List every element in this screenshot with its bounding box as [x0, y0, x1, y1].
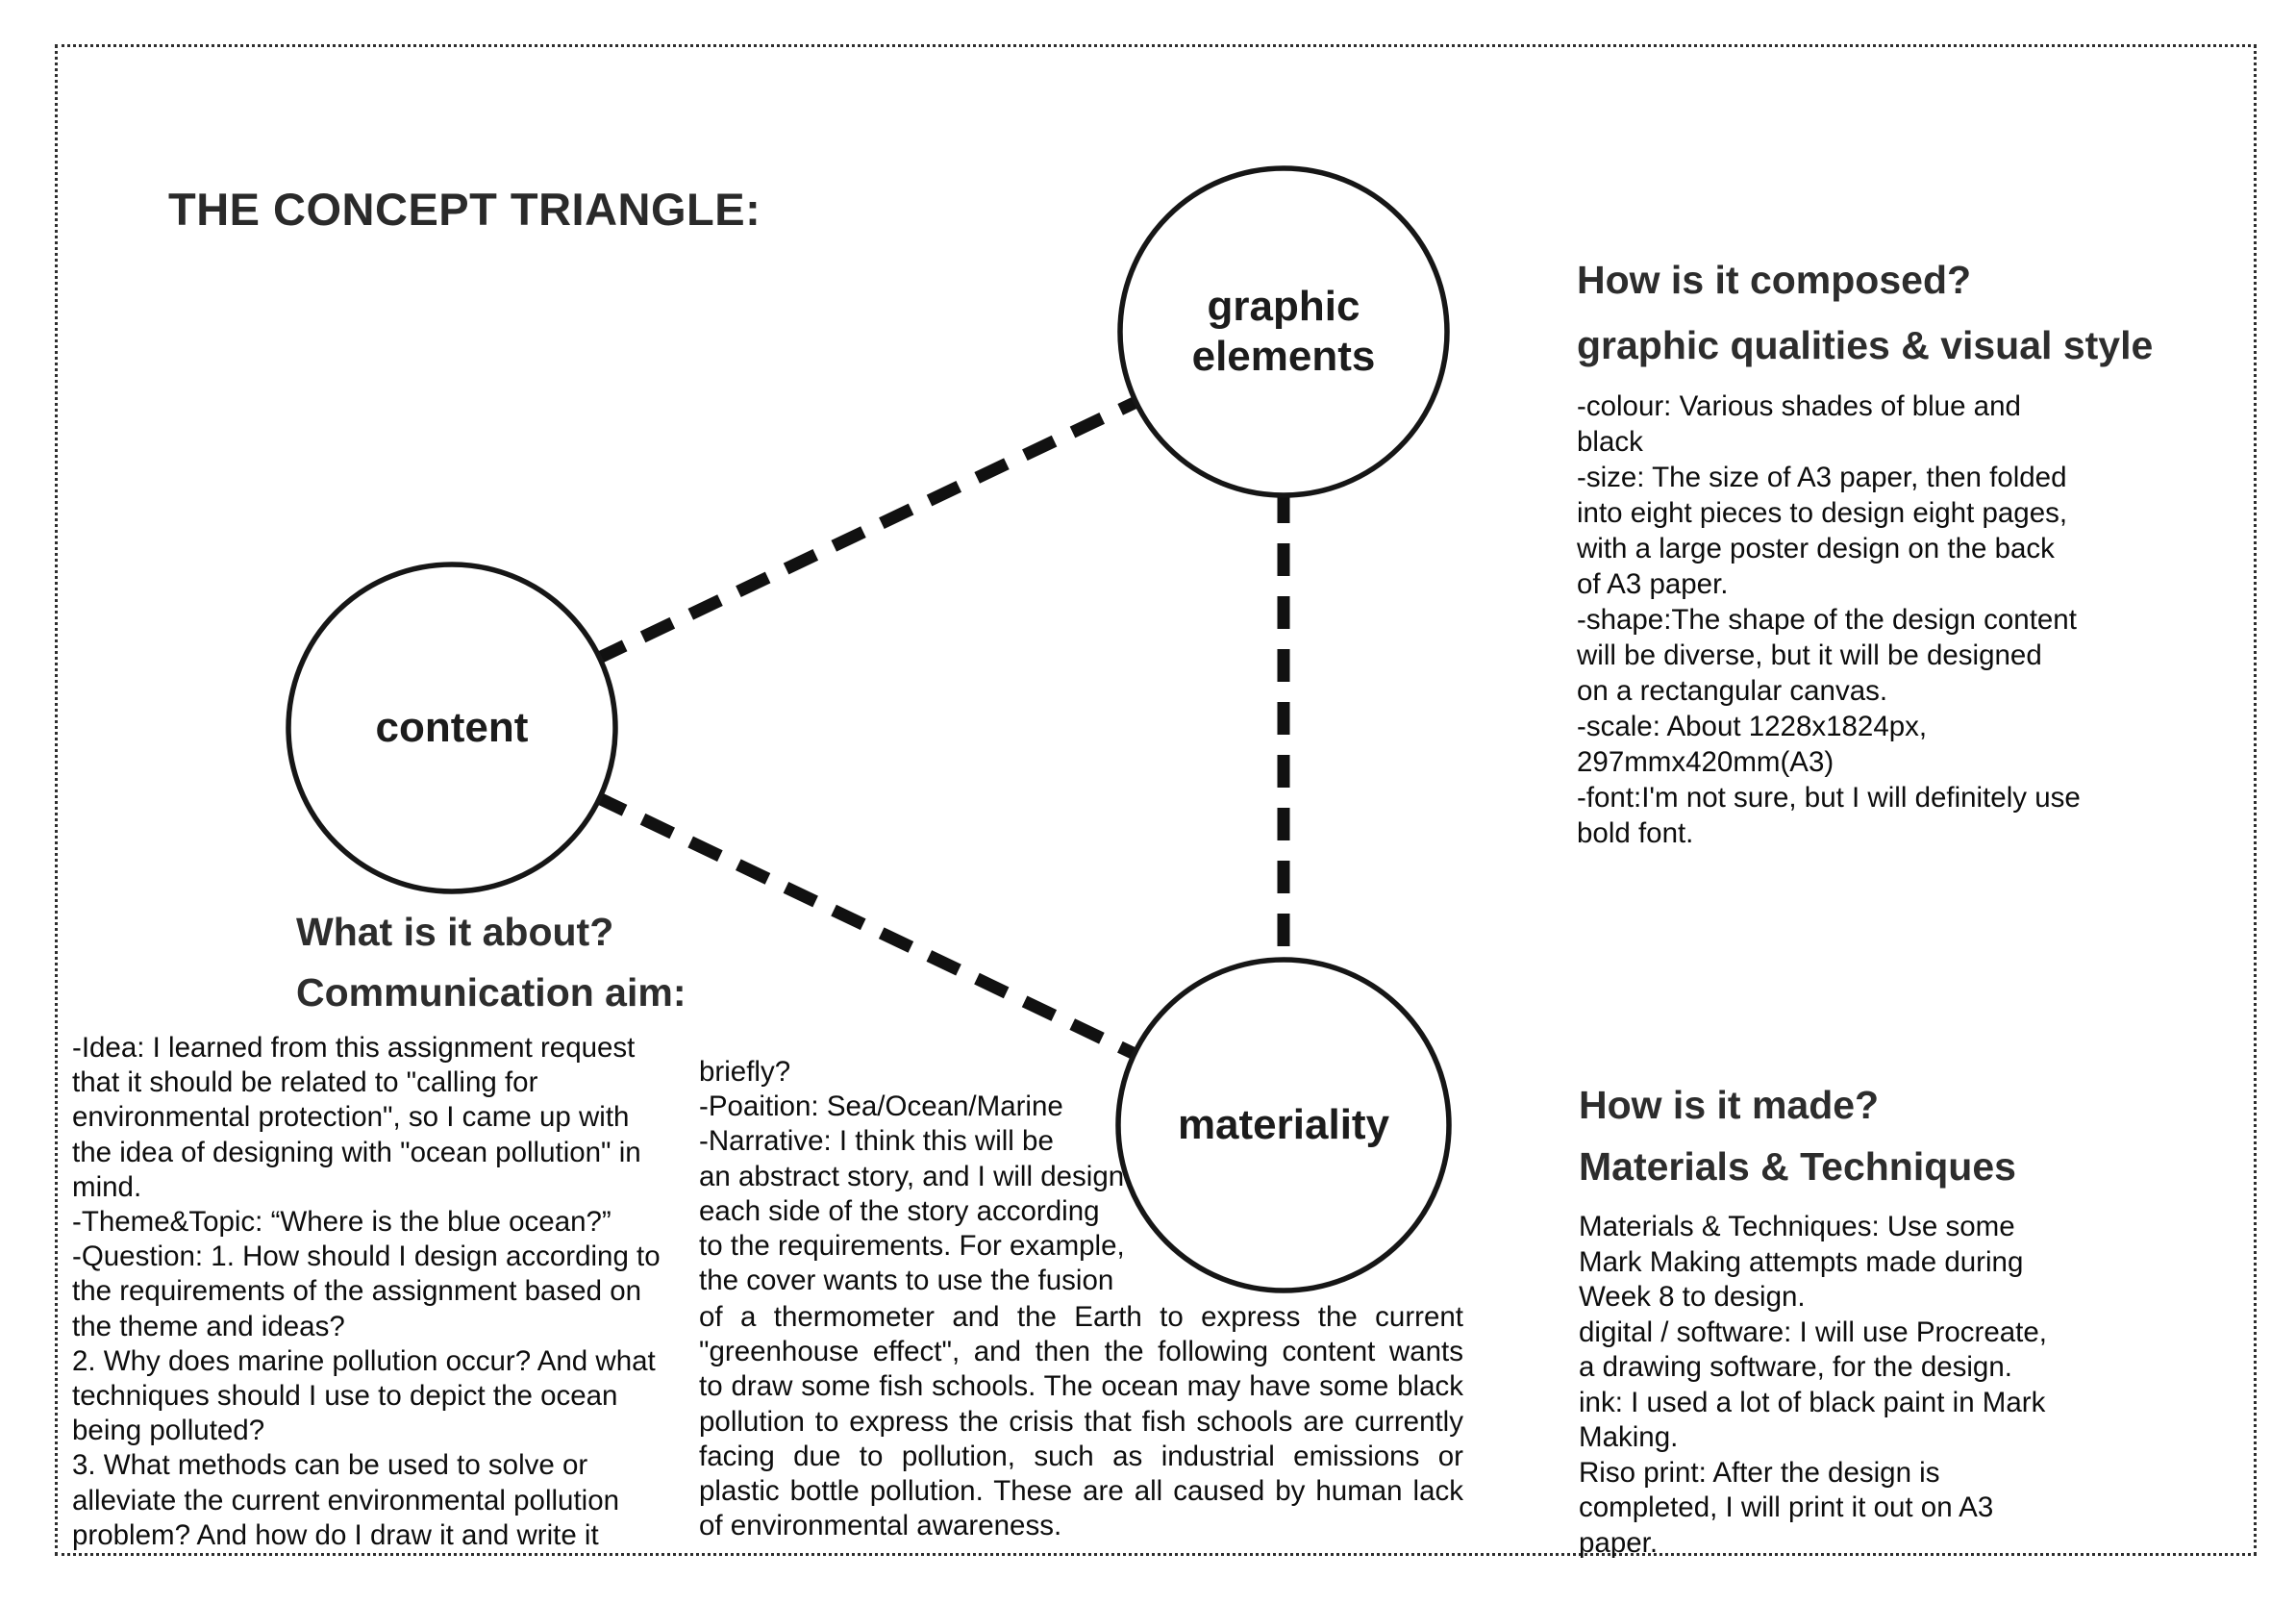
made-section-heading-subtitle: Materials & Techniques	[1579, 1144, 2016, 1189]
text-line: -font:I'm not sure, but I will definitel…	[1577, 782, 2081, 814]
text-line: bold font.	[1577, 817, 1694, 849]
composed-section-paragraph: -colour: Various shades of blue and black…	[1577, 388, 2125, 851]
text-line: of A3 paper.	[1577, 568, 1729, 600]
text-line: "greenhouse effect", and then the follow…	[699, 1336, 1463, 1368]
text-line: to draw some fish schools. The ocean may…	[699, 1370, 1463, 1403]
text-line: -Question: 1. How should I design accord…	[72, 1241, 661, 1273]
text-line: materiality	[1177, 1101, 1390, 1148]
text-line: being polluted?	[72, 1415, 265, 1447]
text-line: into eight pieces to design eight pages,	[1577, 497, 2068, 529]
text-line: digital / software: I will use Procreate…	[1579, 1316, 2047, 1348]
text-line: to the requirements. For example,	[699, 1230, 1125, 1263]
text-line: problem? And how do I draw it and write …	[72, 1518, 599, 1551]
content-section-left-paragraph: -Idea: I learned from this assignment re…	[72, 1031, 668, 1553]
text-line: Making.	[1579, 1421, 1679, 1453]
content-section-heading-subtitle: Communication aim:	[296, 970, 686, 1015]
text-line: -scale: About 1228x1824px,	[1577, 711, 1928, 742]
text-line: that it should be related to "calling fo…	[72, 1066, 538, 1099]
text-line: -Theme&Topic: “Where is the blue ocean?”	[72, 1206, 611, 1239]
text-line: elements	[1191, 333, 1376, 380]
text-line: the theme and ideas?	[72, 1310, 345, 1342]
text-line: 297mmx420mm(A3)	[1577, 746, 1834, 778]
content-section-middle-paragraph-narrow: briefly?-Poaition: Sea/Ocean/Marine-Narr…	[699, 1055, 1199, 1298]
text-line: with a large poster design on the back	[1577, 533, 2055, 564]
text-line: completed, I will print it out on A3	[1579, 1491, 1994, 1523]
text-line: techniques should I use to depict the oc…	[72, 1380, 618, 1413]
dotted-page-border	[55, 44, 2257, 1556]
content-section-middle-paragraph-wide: of a thermometer and the Earth to expres…	[699, 1300, 1463, 1543]
page-title: THE CONCEPT TRIANGLE:	[168, 184, 761, 235]
text-line: Mark Making attempts made during	[1579, 1245, 2024, 1278]
made-section-heading-question: How is it made?	[1579, 1083, 1880, 1127]
text-line: on a rectangular canvas.	[1577, 675, 1888, 707]
text-line: briefly?	[699, 1056, 791, 1088]
text-line: -shape:The shape of the design content	[1577, 604, 2077, 636]
text-line: of a thermometer and the Earth to expres…	[699, 1301, 1463, 1333]
text-line: a drawing software, for the design.	[1579, 1351, 2012, 1383]
content-node-label: content	[288, 703, 615, 753]
text-line: of environmental awareness.	[699, 1510, 1062, 1542]
content-section-heading-question: What is it about?	[296, 910, 614, 954]
text-line: plastic bottle pollution. These are all …	[699, 1475, 1463, 1508]
text-line: ink: I used a lot of black paint in Mark	[1579, 1386, 2046, 1418]
text-line: pollution to express the crisis that fis…	[699, 1405, 1463, 1438]
materiality-node-label: materiality	[1111, 1100, 1457, 1150]
text-line: content	[375, 704, 529, 751]
content-node-circle	[286, 562, 618, 894]
text-line: Riso print: After the design is	[1579, 1456, 1940, 1489]
text-line: black	[1577, 426, 1643, 458]
text-line: -Narrative: I think this will be	[699, 1125, 1054, 1158]
text-line: 2. Why does marine pollution occur? And …	[72, 1344, 656, 1377]
text-line: -colour: Various shades of blue and	[1577, 390, 2021, 422]
graphic-elements-node-circle	[1117, 165, 1450, 498]
text-line: -size: The size of A3 paper, then folded	[1577, 462, 2067, 493]
text-line: mind.	[72, 1170, 142, 1203]
composed-section-heading-question: How is it composed?	[1577, 258, 1972, 302]
text-line: the requirements of the assignment based…	[72, 1275, 642, 1308]
materiality-node-circle	[1115, 957, 1452, 1293]
text-line: facing due to pollution, such as industr…	[699, 1440, 1463, 1472]
text-line: the idea of designing with "ocean pollut…	[72, 1136, 641, 1168]
text-line: -Idea: I learned from this assignment re…	[72, 1032, 636, 1064]
text-line: Week 8 to design.	[1579, 1281, 1806, 1313]
text-line: will be diverse, but it will be designed	[1577, 639, 2042, 671]
text-line: Materials & Techniques: Use some	[1579, 1211, 2015, 1242]
text-line: each side of the story according	[699, 1194, 1100, 1227]
composed-section-heading-subtitle: graphic qualities & visual style	[1577, 323, 2154, 367]
text-line: graphic	[1207, 283, 1360, 330]
text-line: -Poaition: Sea/Ocean/Marine	[699, 1090, 1063, 1123]
text-line: alleviate the current environmental poll…	[72, 1484, 620, 1516]
text-line: paper.	[1579, 1526, 1659, 1559]
text-line: 3. What methods can be used to solve or	[72, 1449, 588, 1482]
text-line: the cover wants to use the fusion	[699, 1265, 1114, 1297]
text-line: an abstract story, and I will design	[699, 1160, 1125, 1192]
text-line: environmental protection", so I came up …	[72, 1101, 630, 1134]
